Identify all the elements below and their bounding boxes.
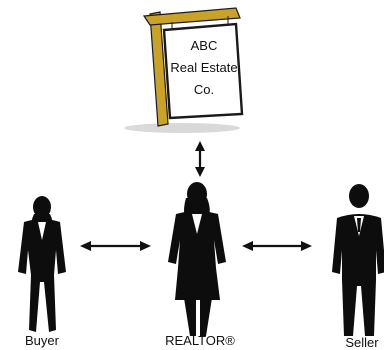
- realtor-silhouette: [168, 182, 226, 336]
- arrow-sign-realtor-head-up: [195, 141, 205, 151]
- seller-silhouette: [332, 184, 384, 336]
- sign-board: [162, 22, 244, 120]
- arrow-buyer-realtor-head-right: [140, 241, 151, 251]
- seller-label: Seller: [345, 335, 379, 350]
- arrow-buyer-realtor: [80, 241, 151, 251]
- arrow-sign-realtor-head-down: [195, 167, 205, 177]
- arrow-buyer-realtor-head-left: [80, 241, 91, 251]
- sign-line-2: Real Estate: [170, 60, 237, 75]
- buyer-label: Buyer: [25, 333, 60, 348]
- sign-ground-shadow: [124, 123, 240, 133]
- arrow-realtor-seller: [242, 241, 312, 251]
- real-estate-sign: ABC Real Estate Co.: [124, 7, 244, 133]
- arrow-sign-realtor: [195, 141, 205, 177]
- arrow-realtor-seller-head-left: [242, 241, 253, 251]
- buyer-silhouette: [18, 196, 66, 332]
- sign-post: [149, 11, 169, 127]
- sign-line-3: Co.: [194, 82, 214, 97]
- arrow-realtor-seller-head-right: [301, 241, 312, 251]
- sign-line-1: ABC: [191, 38, 218, 53]
- sign-crossarm: [142, 7, 241, 26]
- realtor-label: REALTOR®: [165, 333, 235, 348]
